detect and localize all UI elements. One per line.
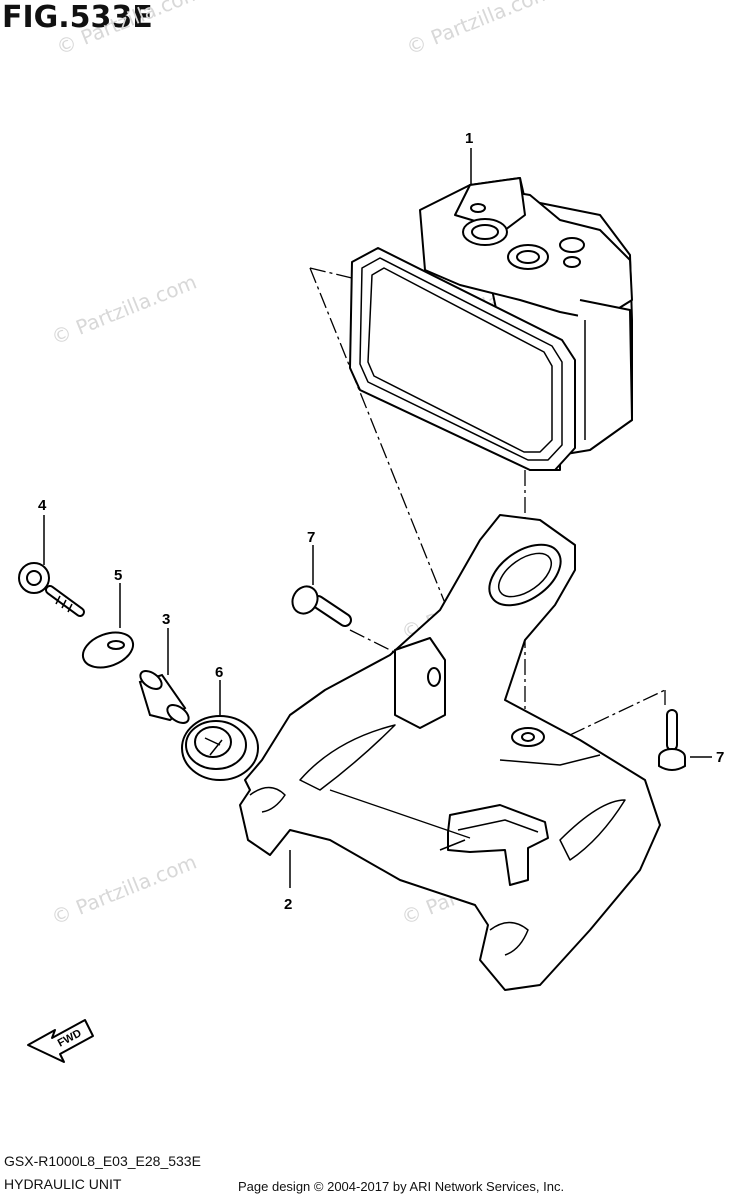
screw-part[interactable] <box>288 582 352 627</box>
collar-part[interactable] <box>137 667 192 726</box>
watermark-text: © Partzilla.com <box>403 0 555 60</box>
callout-labels: 1 2 3 4 5 6 7 7 <box>38 130 724 913</box>
callout-5: 5 <box>114 567 122 584</box>
figure-title: FIG.533E <box>2 0 153 35</box>
callout-6: 6 <box>215 664 223 681</box>
hydraulic-unit-part[interactable] <box>349 177 633 471</box>
watermark-text: © Partzilla.com <box>53 0 205 60</box>
grommet-part[interactable] <box>181 715 259 781</box>
washer-part[interactable] <box>78 626 138 674</box>
forward-direction-arrow: FWD <box>27 1019 94 1063</box>
callout-leader-lines <box>43 148 712 888</box>
callout-3: 3 <box>162 611 170 628</box>
callout-2: 2 <box>284 896 292 913</box>
bolt-part[interactable] <box>18 562 85 617</box>
callout-1: 1 <box>465 130 473 147</box>
figure-name: HYDRAULIC UNIT <box>4 1176 122 1192</box>
callout-7: 7 <box>716 749 724 766</box>
arrow-icon <box>27 1019 94 1063</box>
page-credit: Page design © 2004-2017 by ARI Network S… <box>238 1179 565 1194</box>
watermark-text: © Partzilla.com <box>48 850 200 930</box>
callout-4: 4 <box>38 497 47 514</box>
watermark-text: © Partzilla.com <box>48 270 200 350</box>
bracket-part[interactable] <box>239 514 661 991</box>
callout-7: 7 <box>307 529 315 546</box>
figure-code: GSX-R1000L8_E03_E28_533E <box>4 1153 201 1169</box>
screw-part[interactable] <box>658 709 686 771</box>
